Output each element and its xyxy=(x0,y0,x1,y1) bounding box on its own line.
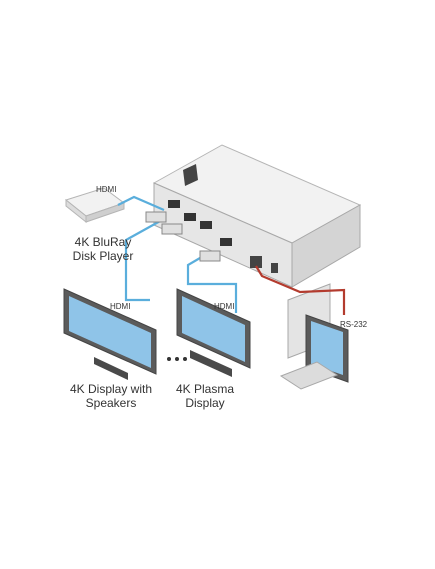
display-2 xyxy=(176,288,251,377)
bluray-label-line1: 4K BluRay xyxy=(74,235,132,249)
hdmi-label-display2: HDMI xyxy=(214,302,235,311)
hdmi-connector xyxy=(199,250,221,262)
computer xyxy=(279,283,349,390)
kramer-logo-icon xyxy=(183,164,198,186)
display1-label-line1: 4K Display with xyxy=(69,382,153,396)
hdmi-cable-input xyxy=(117,195,165,212)
hdmi-cable-display1 xyxy=(124,219,163,302)
rs232-label: RS-232 xyxy=(340,320,368,329)
hdmi-port-out3 xyxy=(220,238,232,246)
ellipsis-dot xyxy=(183,357,187,361)
hdmi-connector xyxy=(161,223,183,235)
rs232-cable xyxy=(255,265,346,315)
bluray-label: 4K BluRay Disk Player xyxy=(58,235,148,264)
hdmi-port-out1 xyxy=(184,213,196,221)
hdmi-cable-display2 xyxy=(186,257,238,313)
hdmi-connector xyxy=(145,211,167,223)
display2-label-line2: Display xyxy=(185,396,225,411)
bluray-label-line2: Disk Player xyxy=(72,249,134,264)
switcher-device xyxy=(152,144,362,288)
display2-label-line1: 4K Plasma xyxy=(175,382,235,396)
display1-label: 4K Display with Speakers xyxy=(56,382,166,411)
display2-label: 4K Plasma Display xyxy=(165,382,245,411)
display-1 xyxy=(63,288,157,380)
power-port xyxy=(271,263,278,273)
hdmi-port-in xyxy=(168,200,180,208)
ellipsis-dot xyxy=(175,357,179,361)
hdmi-label-display1: HDMI xyxy=(110,302,131,311)
hdmi-port-out2 xyxy=(200,221,212,229)
display1-label-line2: Speakers xyxy=(85,396,137,411)
rs232-port xyxy=(250,256,262,268)
ellipsis-dot xyxy=(167,357,171,361)
hdmi-label-bluray: HDMI xyxy=(96,185,117,194)
